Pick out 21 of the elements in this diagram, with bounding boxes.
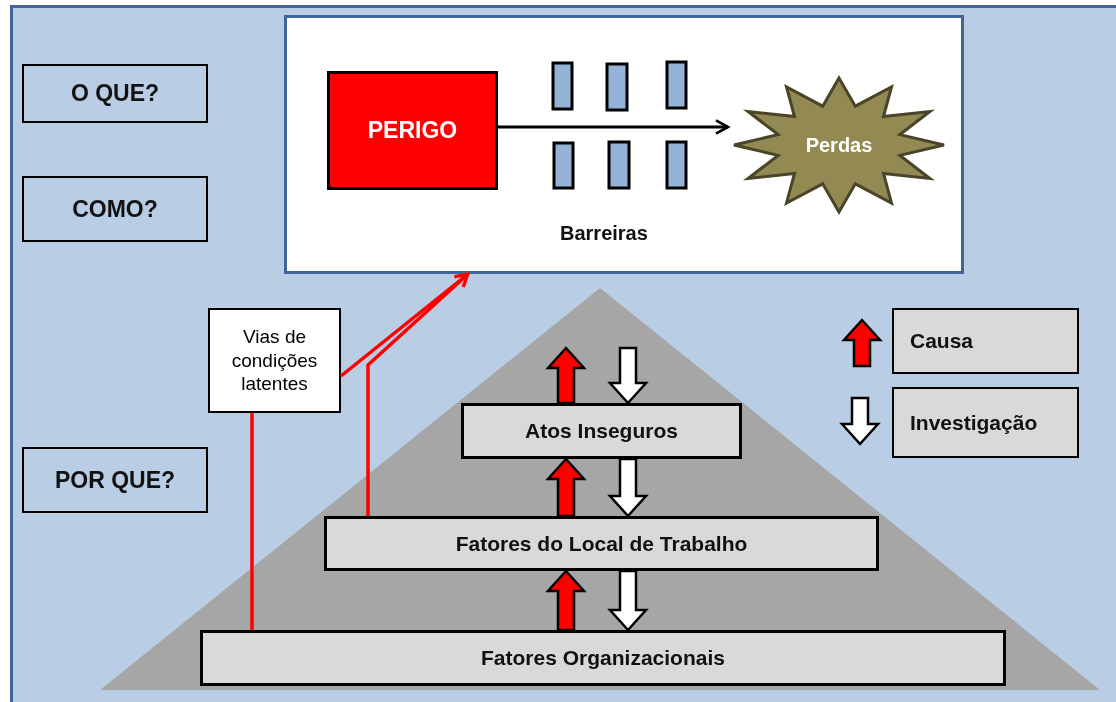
- layer-box: Fatores Organizacionais: [200, 630, 1006, 686]
- note-box: Vias de condições latentes: [208, 308, 341, 413]
- barrier-label: Barreiras: [560, 222, 648, 245]
- block-arrow: [607, 346, 649, 405]
- block-arrow: [545, 569, 587, 632]
- arrow: [495, 119, 730, 135]
- hazard-box: PERIGO: [327, 71, 498, 190]
- question-box: COMO?: [22, 176, 208, 242]
- legend-label: Causa: [892, 308, 1079, 374]
- layer-box: Fatores do Local de Trabalho: [324, 516, 879, 571]
- block-arrow: [545, 346, 587, 405]
- legend-label: Investigação: [892, 387, 1079, 458]
- layer-box: Atos Inseguros: [461, 403, 742, 459]
- model-panel: [284, 15, 964, 274]
- loss-starburst: Perdas: [731, 75, 947, 215]
- block-arrow: [607, 569, 649, 632]
- arrow: [366, 272, 470, 516]
- block-arrow: [545, 457, 587, 518]
- question-box: POR QUE?: [22, 447, 208, 513]
- block-arrow: [607, 457, 649, 518]
- question-box: O QUE?: [22, 64, 208, 123]
